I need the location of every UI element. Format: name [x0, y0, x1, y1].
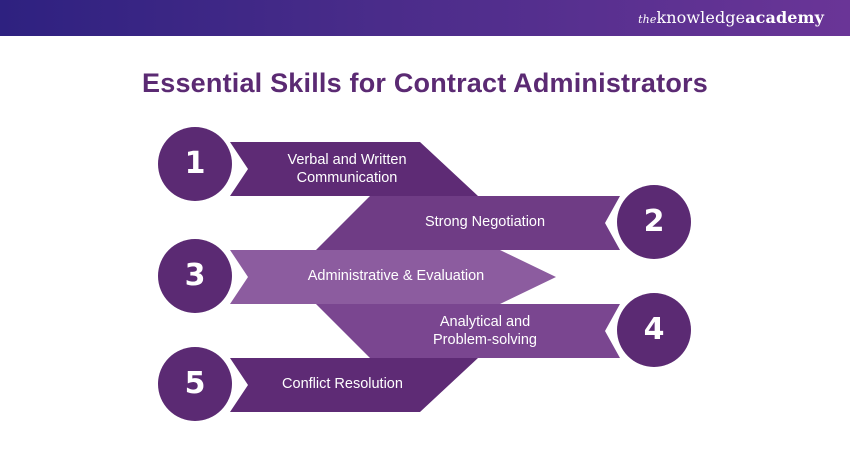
- skill-band-1: [230, 142, 478, 196]
- skill-label-2: Strong Negotiation: [424, 214, 546, 230]
- number-circle-4: [617, 293, 691, 367]
- skill-label-3: Administrative & Evaluation: [307, 268, 485, 284]
- skill-band-2: [316, 196, 620, 250]
- brand-logo[interactable]: theknowledgeacademy: [638, 8, 824, 27]
- skill-number-3: 3: [184, 258, 206, 293]
- page-title: Essential Skills for Contract Administra…: [142, 68, 708, 98]
- number-circle-2: [617, 185, 691, 259]
- skill-band-4: [316, 304, 620, 358]
- skill-band-3: [230, 250, 556, 304]
- header-bar: theknowledgeacademy: [0, 0, 850, 36]
- number-circle-5: [158, 347, 232, 421]
- skill-number-5: 5: [184, 366, 206, 401]
- number-circle-3: [158, 239, 232, 313]
- skill-label-5: Conflict Resolution: [282, 376, 403, 392]
- number-circle-1: [158, 127, 232, 201]
- skill-number-1: 1: [184, 146, 206, 181]
- skill-label-4: Analytical and Problem-solving: [433, 314, 537, 348]
- skill-label-1: Verbal and Written Communication: [287, 152, 407, 186]
- skill-band-5: [230, 358, 478, 412]
- skill-number-2: 2: [643, 204, 665, 239]
- skill-number-4: 4: [643, 312, 665, 347]
